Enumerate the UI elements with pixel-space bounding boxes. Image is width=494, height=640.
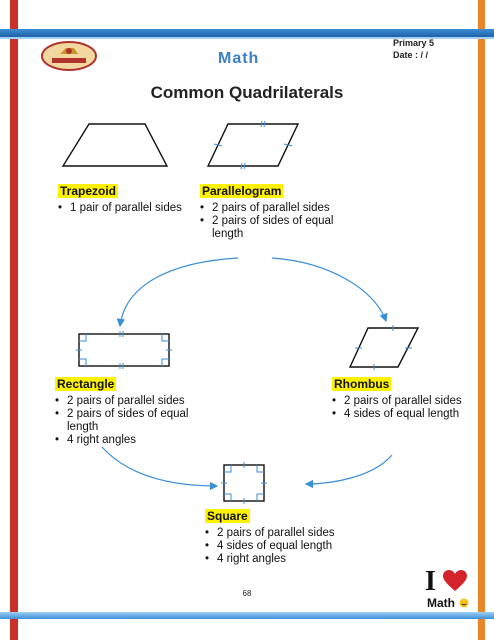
shape-label: Rhombus — [332, 377, 392, 391]
page-title: Common Quadrilaterals — [150, 83, 344, 102]
smiley-icon — [459, 598, 469, 608]
rectangle-shape — [76, 331, 172, 369]
left-border-bar — [10, 0, 18, 640]
list-item: 4 sides of equal length — [332, 408, 462, 421]
arrow-rhombus-to-square — [304, 454, 393, 489]
square-card: Square 2 pairs of parallel sides 4 sides… — [205, 507, 405, 566]
shape-label: Square — [205, 509, 250, 523]
rectangle-card: Rectangle 2 pairs of parallel sides 2 pa… — [55, 375, 190, 447]
grade-label: Primary 5 — [393, 38, 435, 48]
i-letter: I — [425, 566, 436, 597]
parallelogram-card: Parallelogram 2 pairs of parallel sides … — [200, 182, 350, 241]
footer-band — [0, 612, 494, 619]
right-border-bar — [478, 0, 485, 640]
list-item: 1 pair of parallel sides — [58, 202, 183, 215]
list-item: 2 pairs of parallel sides — [332, 395, 462, 408]
parallelogram-shape — [206, 120, 300, 170]
arrow-to-rhombus — [271, 257, 388, 323]
list-item: 2 pairs of sides of equal length — [200, 215, 350, 241]
list-item: 2 pairs of parallel sides — [205, 527, 405, 540]
rhombus-card: Rhombus 2 pairs of parallel sides 4 side… — [332, 375, 462, 421]
date-label: Date : / / — [393, 50, 429, 60]
list-item: 2 pairs of sides of equal length — [55, 408, 190, 434]
list-item: 4 right angles — [55, 434, 190, 447]
rhombus-shape — [348, 325, 420, 370]
school-crest-icon — [41, 41, 97, 71]
header-band-light — [0, 37, 494, 39]
page-number: 68 — [242, 589, 252, 598]
shape-label: Parallelogram — [200, 184, 284, 198]
math-subject-logo: Math — [218, 50, 260, 67]
heart-icon — [443, 570, 467, 591]
trapezoid-shape — [61, 123, 169, 167]
math-word: Math — [427, 596, 455, 610]
list-item: 2 pairs of parallel sides — [200, 202, 350, 215]
shape-label: Rectangle — [55, 377, 117, 391]
square-shape — [221, 462, 267, 504]
list-item: 2 pairs of parallel sides — [55, 395, 190, 408]
list-item: 4 sides of equal length — [205, 540, 405, 553]
header-band — [0, 29, 494, 37]
arrow-rectangle-to-square — [101, 446, 219, 491]
i-love-math-logo: I Math — [423, 568, 471, 612]
arrow-to-rectangle — [116, 257, 239, 328]
trapezoid-card: Trapezoid 1 pair of parallel sides — [58, 182, 183, 215]
list-item: 4 right angles — [205, 553, 405, 566]
shape-label: Trapezoid — [58, 184, 119, 198]
